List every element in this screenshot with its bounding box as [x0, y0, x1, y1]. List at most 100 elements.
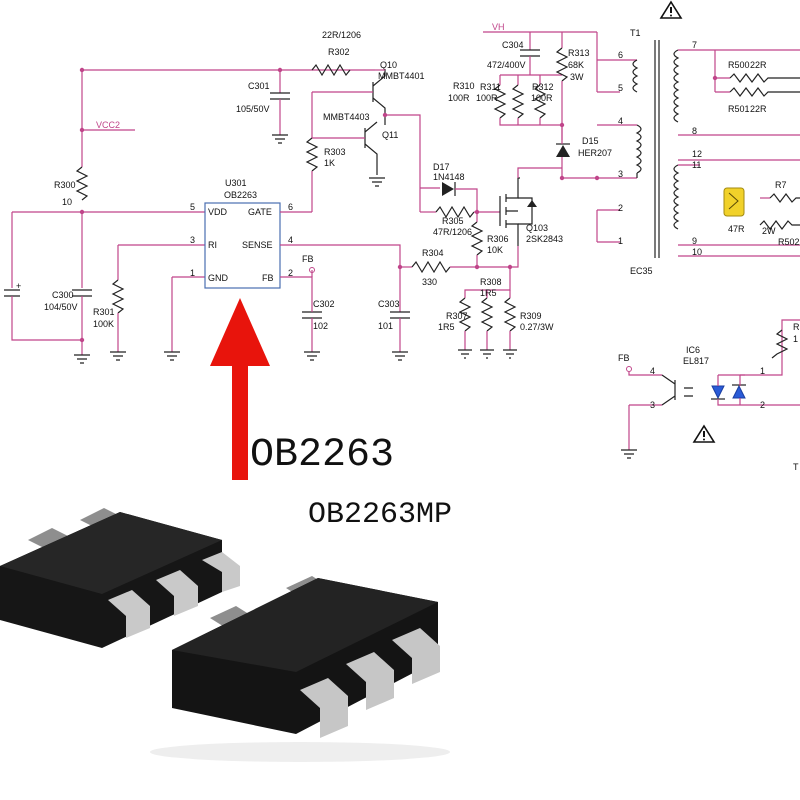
ground-c301: [272, 134, 288, 144]
wire-source: [510, 246, 519, 268]
node: [474, 264, 480, 270]
r47-label: 47R: [728, 224, 745, 234]
r300-ref: R300: [54, 180, 76, 190]
resistor-r312: [533, 84, 547, 119]
warning-icon: [692, 424, 716, 443]
wire-gnd: [171, 276, 205, 352]
node: [559, 122, 565, 128]
chip2-pin: [392, 628, 440, 684]
node: [79, 337, 85, 343]
thermistor-mark: [728, 192, 739, 210]
r7-ref: R7: [775, 180, 787, 190]
opto-pin-4: 4: [650, 366, 655, 376]
opto-pin-1: 1: [760, 366, 765, 376]
fb-terminal-2: [626, 366, 632, 372]
wire: [717, 374, 800, 406]
pin-ri-label: RI: [208, 240, 217, 250]
chip-photo-sot23-6: [0, 508, 450, 762]
c301-ref: C301: [248, 81, 270, 91]
capacitor-c300: [72, 289, 92, 297]
r500-value: 22R: [750, 60, 767, 70]
r305-ref: R305: [442, 216, 464, 226]
wire-transformer-pins: [597, 59, 637, 243]
wire: [499, 118, 562, 126]
t1-ref: T1: [630, 28, 641, 38]
node: [277, 67, 283, 73]
resistor-r307: [458, 297, 472, 332]
ground-c302: [304, 351, 320, 361]
wire-secondary-2: [678, 159, 800, 257]
transformer-t1: T1 7 8 12 11 9 10 EC35 R500 22R R501 22R…: [630, 0, 800, 276]
d15-part: HER207: [578, 148, 612, 158]
light-arrows: [684, 387, 693, 397]
chip1-leg: [80, 508, 120, 528]
ic-ref: U301: [225, 178, 247, 188]
r304-ref: R304: [422, 248, 444, 258]
pin-12: 12: [692, 149, 702, 159]
r303-ref: R303: [324, 147, 346, 157]
r306-value: 10K: [487, 245, 503, 255]
resistor-right-edge: [771, 329, 789, 359]
r307-value: 1R5: [438, 322, 455, 332]
wire-secondary-1: [678, 49, 800, 136]
resistor-r310: [493, 84, 507, 119]
r309-value: 0.27/3W: [520, 322, 554, 332]
c301-value: 105/50V: [236, 104, 270, 114]
d17-ref: D17: [433, 162, 450, 172]
warning-icon: [659, 0, 683, 19]
resistor-r308: [480, 297, 494, 332]
resistor-r305: [435, 205, 475, 219]
r312-ref: R312: [532, 82, 554, 92]
r311-value: 100R: [476, 93, 498, 103]
ground-r309: [503, 349, 517, 359]
mosfet-body-diode: [518, 197, 533, 225]
pin-3-number: 3: [190, 235, 195, 245]
red-arrow-icon: [210, 298, 270, 480]
pin-6-number: 6: [288, 202, 293, 212]
r501-ref: R501: [728, 104, 750, 114]
resistor-r300: [75, 166, 89, 201]
c300-value: 104/50V: [44, 302, 78, 312]
fb-net-label: FB: [302, 254, 314, 264]
pin-2: 2: [618, 203, 623, 213]
wire: [562, 31, 598, 92]
pin-8: 8: [692, 126, 697, 136]
ground-r308: [480, 349, 494, 359]
chip2-pin: [300, 678, 348, 738]
resistor-r311: [511, 84, 525, 119]
q11-ref: Q11: [382, 130, 398, 140]
q103-ref: Q103: [526, 223, 548, 233]
c300-ref: C300: [52, 290, 74, 300]
pin-5: 5: [618, 83, 623, 93]
node: [594, 175, 600, 181]
r-edge-ref: R: [793, 322, 800, 332]
caption-main: OB2263: [250, 433, 394, 478]
pin-6: 6: [618, 50, 623, 60]
r502-ref: R502: [778, 237, 800, 247]
pin-4: 4: [618, 116, 623, 126]
ground-c300: [74, 354, 90, 364]
q10-ref: Q10: [380, 60, 397, 70]
pin-1-number: 1: [190, 268, 195, 278]
c303-ref: C303: [378, 299, 400, 309]
resistor-r313: [555, 47, 569, 82]
pin-3: 3: [618, 169, 623, 179]
pin-gnd-label: GND: [208, 273, 229, 283]
node: [79, 67, 85, 73]
r311-ref: R311: [480, 82, 501, 92]
pin-vdd-label: VDD: [208, 207, 228, 217]
node: [559, 175, 565, 181]
r302-ref: R302: [328, 47, 350, 57]
capacitor-c301: [270, 92, 290, 100]
resistor-r303: [305, 137, 319, 172]
r313-power: 3W: [570, 72, 584, 82]
wire-emitters: [385, 114, 421, 212]
transformer-core: [654, 40, 660, 258]
wire-sense: [280, 244, 401, 267]
opto-pin-3: 3: [650, 400, 655, 410]
r303-value: 1K: [324, 158, 335, 168]
ground-r307: [458, 349, 472, 359]
wire-ri: [117, 244, 205, 280]
optocoupler-section: R 1 FB 4 3 IC6 EL817 1 2 T: [618, 319, 800, 472]
